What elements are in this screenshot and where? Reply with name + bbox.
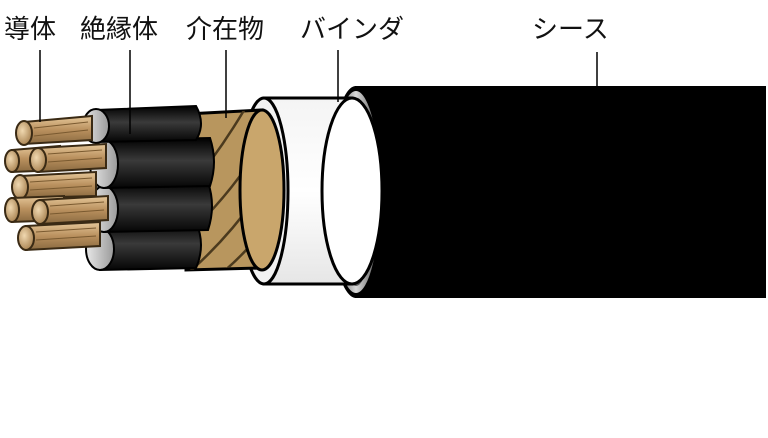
label-conductor: 導体 xyxy=(4,15,57,45)
conductor xyxy=(4,114,109,252)
leader-lines xyxy=(39,50,598,134)
sheath xyxy=(329,86,766,298)
label-filler: 介在物 xyxy=(186,15,265,45)
label-sheath: シース xyxy=(532,15,609,45)
label-binder: バインダ xyxy=(300,15,405,45)
label-insulation: 絶縁体 xyxy=(80,15,159,45)
insulation xyxy=(82,104,215,272)
